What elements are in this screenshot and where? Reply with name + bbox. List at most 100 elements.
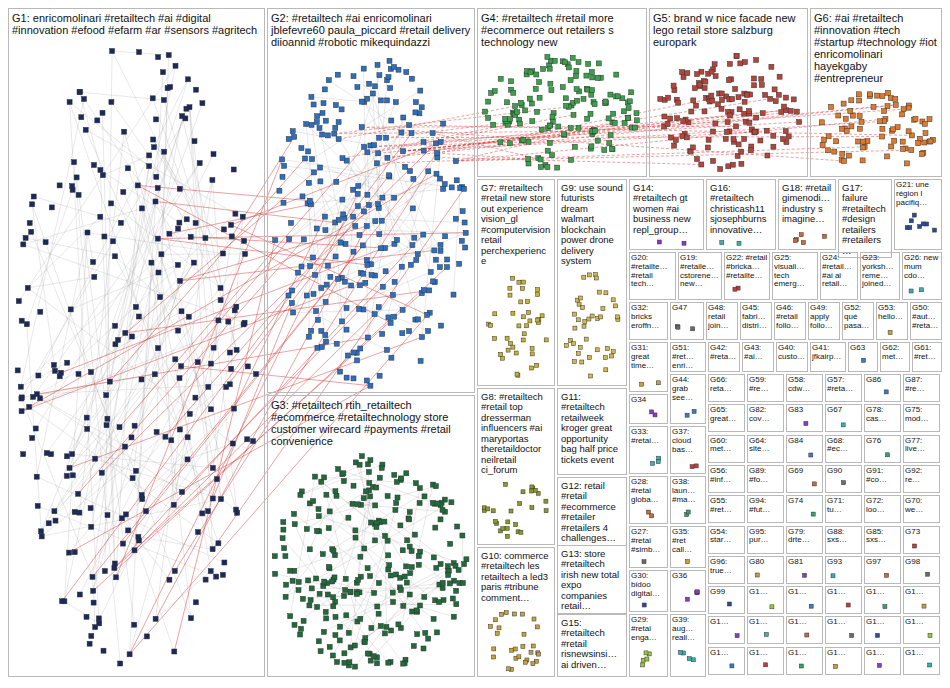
vertex-edge	[409, 125, 912, 135]
vertex-icon	[343, 588, 348, 593]
vertex-icon	[530, 352, 534, 356]
vertex-icon	[377, 135, 382, 140]
group-label: G4: #retailtech #retail more #ecommerce …	[481, 12, 643, 48]
vertex-icon	[771, 144, 776, 149]
vertex-edge	[29, 407, 218, 543]
vertex-icon	[227, 382, 232, 387]
vertex-icon	[893, 102, 898, 107]
vertex-icon	[492, 655, 496, 659]
group-box: G97	[864, 556, 901, 584]
vertex-icon	[622, 120, 627, 125]
vertex-icon	[595, 348, 599, 352]
vertex-icon	[615, 94, 620, 99]
vertex-icon	[909, 148, 914, 153]
vertex-icon	[53, 368, 58, 373]
vertex-edge	[70, 102, 150, 166]
vertex-edge	[437, 153, 528, 159]
vertex-icon	[67, 465, 72, 470]
vertex-icon	[396, 622, 401, 627]
vertex-icon	[171, 502, 176, 507]
group-box: G75: mod…	[903, 404, 940, 432]
group-label: G61: #ret…	[914, 344, 940, 362]
vertex-icon	[350, 501, 355, 506]
vertex-icon	[526, 139, 531, 144]
group-label: G1…	[788, 588, 821, 597]
vertex-icon	[280, 174, 285, 179]
vertex-icon	[313, 272, 318, 277]
vertex-icon	[691, 327, 695, 331]
group-box: G70: we…	[903, 495, 940, 523]
group-box: G87: #re…	[903, 374, 940, 402]
vertex-icon	[923, 131, 928, 136]
vertex-icon	[139, 493, 144, 498]
group-box: G28: #retai globa…	[629, 476, 668, 524]
vertex-edge	[62, 133, 411, 601]
vertex-icon	[364, 224, 369, 229]
vertex-icon	[208, 407, 213, 412]
vertex-icon	[323, 333, 328, 338]
vertex-icon	[703, 79, 708, 84]
vertex-icon	[374, 525, 379, 530]
vertex-icon	[805, 633, 809, 637]
vertex-icon	[849, 98, 854, 103]
vertex-icon	[322, 579, 327, 584]
group-box: G96: true…	[708, 556, 745, 584]
vertex-edge	[86, 130, 236, 214]
vertex-edge	[33, 163, 200, 397]
vertex-icon	[304, 122, 309, 127]
vertex-icon	[857, 98, 862, 103]
vertex-icon	[36, 373, 41, 378]
group-label: G7: #retailtech #retail new store out ex…	[481, 183, 551, 267]
vertex-icon	[31, 394, 36, 399]
vertex-icon	[177, 427, 182, 432]
vertex-icon	[344, 327, 349, 332]
group-box: G19: #retaile… cstorene… new…	[678, 252, 722, 300]
vertex-icon	[123, 444, 128, 449]
vertex-icon	[578, 345, 582, 349]
vertex-icon	[682, 241, 686, 245]
group-label: G89: #fo…	[749, 467, 782, 485]
vertex-icon	[184, 217, 189, 222]
group-box: G8: #retailtech #retail top dresserman i…	[477, 388, 555, 545]
vertex-icon	[453, 216, 458, 221]
vertex-icon	[492, 89, 497, 94]
vertex-icon	[351, 249, 356, 254]
group-box: G1: enricomolinari #retailtech #ai #digi…	[8, 8, 265, 677]
vertex-icon	[211, 152, 216, 157]
vertex-icon	[89, 370, 94, 375]
vertex-icon	[530, 347, 534, 351]
vertex-icon	[173, 357, 178, 362]
vertex-icon	[179, 309, 184, 314]
vertex-icon	[114, 575, 119, 580]
vertex-icon	[918, 225, 922, 229]
vertex-icon	[726, 164, 731, 169]
vertex-icon	[348, 589, 353, 594]
group-box: G50: #aut… #reta…	[910, 302, 942, 340]
group-box: G84	[786, 435, 823, 463]
vertex-icon	[491, 122, 496, 127]
group-label: G96: true…	[710, 558, 743, 576]
vertex-edge	[292, 303, 387, 350]
vertex-icon	[105, 513, 110, 518]
vertex-edge	[103, 155, 149, 175]
vertex-edge	[161, 254, 173, 504]
vertex-icon	[438, 176, 443, 181]
vertex-edge	[324, 566, 448, 632]
group-box: G44: grab see…	[670, 374, 706, 424]
vertex-icon	[900, 112, 905, 117]
vertex-edge	[312, 125, 343, 322]
vertex-icon	[77, 510, 82, 515]
group-label: G54: star…	[710, 528, 743, 546]
vertex-icon	[51, 363, 56, 368]
vertex-icon	[521, 280, 525, 284]
vertex-icon	[76, 192, 81, 197]
vertex-icon	[43, 240, 48, 245]
group-label: G58: cdw…	[788, 376, 821, 394]
vertex-icon	[709, 93, 714, 98]
vertex-icon	[340, 197, 345, 202]
vertex-icon	[241, 322, 246, 327]
vertex-icon	[421, 288, 426, 293]
vertex-icon	[70, 452, 75, 457]
vertex-icon	[627, 99, 632, 104]
vertex-icon	[409, 76, 414, 81]
